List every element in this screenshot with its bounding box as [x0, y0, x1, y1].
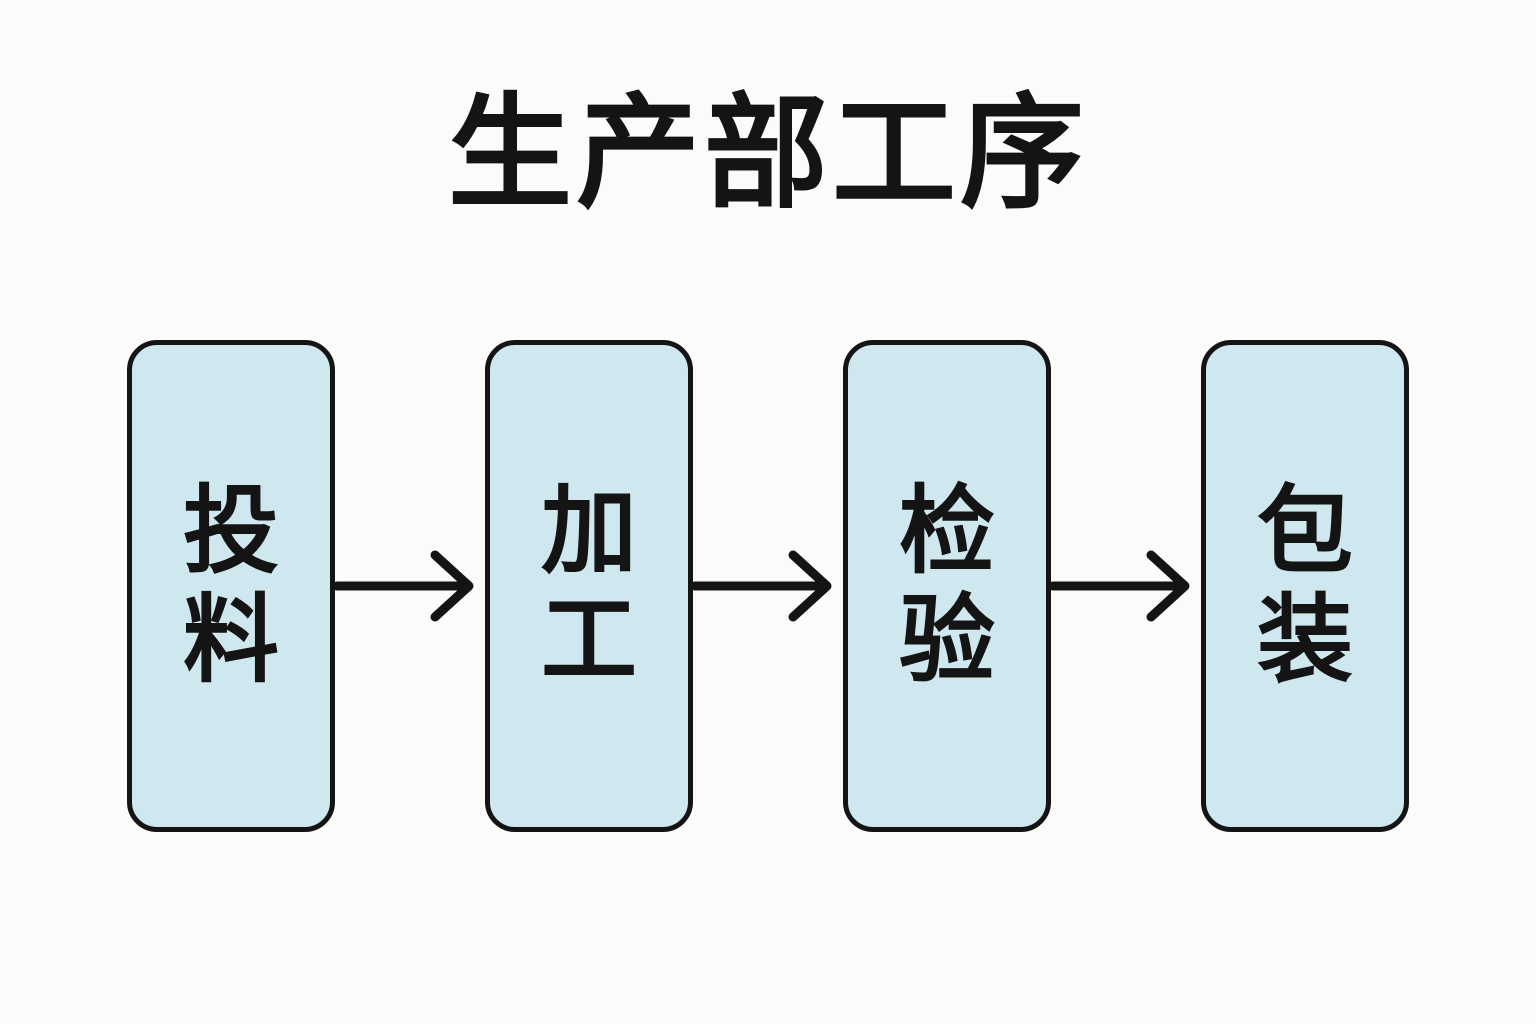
process-step-label: 加工	[541, 477, 637, 694]
arrow-right-icon	[1051, 340, 1201, 832]
process-flow-row: 投料 加工 检验 包装	[0, 340, 1536, 832]
process-step-label: 投料	[183, 477, 279, 694]
process-step-label: 检验	[899, 477, 995, 694]
process-step-box-processing: 加工	[485, 340, 693, 832]
process-step-box-packaging: 包装	[1201, 340, 1409, 832]
page-title: 生产部工序	[447, 85, 1088, 223]
process-step-box-feeding: 投料	[127, 340, 335, 832]
process-step-box-inspection: 检验	[843, 340, 1051, 832]
arrow-right-icon	[335, 340, 485, 832]
arrow-right-icon	[693, 340, 843, 832]
process-step-label: 包装	[1257, 477, 1353, 694]
